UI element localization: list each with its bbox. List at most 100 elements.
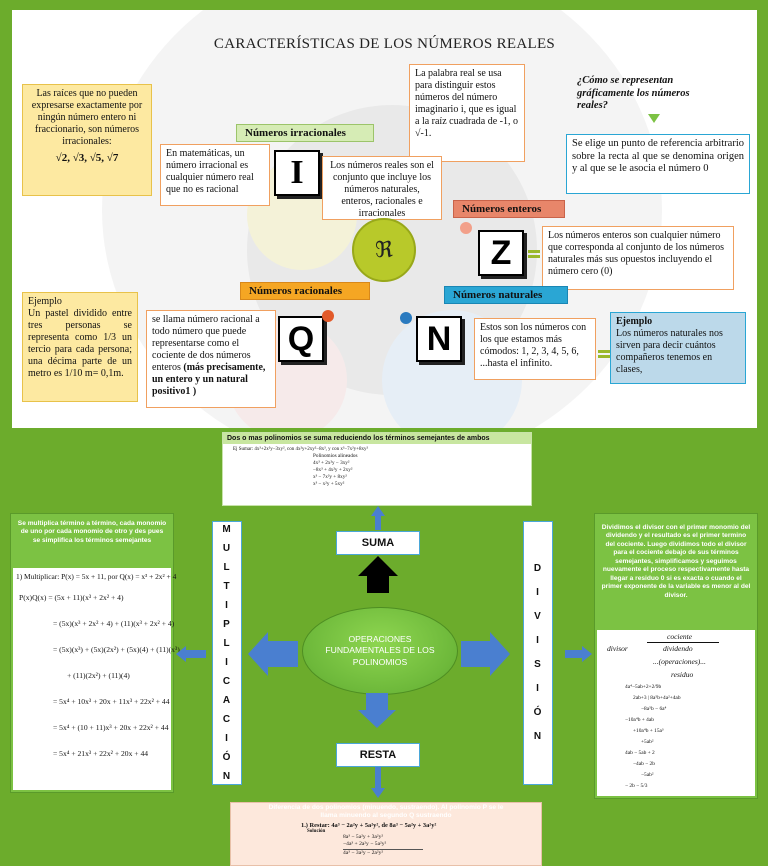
arrow-right-small-icon — [582, 646, 592, 662]
multiplicacion-problem: 1) Multiplicar: P(x) = 5x + 11, por Q(x)… — [16, 572, 177, 581]
roots-box: Las raíces que no pueden expresarse exac… — [22, 84, 152, 196]
division-letter: I — [536, 683, 540, 694]
suma-row: −8x³ + 4x²y + 2xy² — [313, 467, 353, 473]
division-dividendo: dividendo — [663, 644, 693, 653]
arrow-left-small-stem — [186, 650, 206, 658]
division-step: 4ab − 5ab + 2 — [625, 750, 655, 756]
multiplicacion-letter: I — [225, 733, 229, 744]
irracionales-definition: En matemáticas, un número irracional es … — [160, 144, 270, 206]
division-step: −4ab − 2b — [633, 761, 655, 767]
division-letter: V — [534, 611, 542, 622]
arrow-down-icon — [358, 710, 396, 728]
suma-example: Ej Sumar: 4x³+2x²y−3xy², con 4x²y+2xy²−8… — [233, 447, 368, 452]
resta-label: RESTA — [336, 743, 420, 767]
multiplicacion-letter: I — [225, 600, 229, 611]
arrow-left-icon — [248, 632, 268, 676]
resta-box: Diferencia de dos polinomios (minuendo, … — [230, 802, 542, 866]
suma-row: Polinomios alineados — [313, 453, 358, 459]
enteros-dot — [460, 222, 472, 234]
division-step: +5ab² — [641, 739, 654, 745]
enteros-label: Números enteros — [453, 200, 565, 218]
letter-i-icon: I — [274, 150, 320, 196]
division-example: cociente divisor dividendo ...(operacion… — [597, 630, 755, 796]
division-letter: Ó — [533, 707, 543, 718]
division-step: −10a⁴b + 4ab — [625, 717, 654, 723]
letter-q-icon: Q — [278, 316, 324, 362]
racionales-definition-bold: (más precisamente, un entero y un natura… — [152, 362, 266, 397]
ejemplo-racionales-box: Ejemplo Un pastel dividido entre tres pe… — [22, 292, 138, 402]
multiplicacion-letter: A — [222, 695, 232, 706]
ejemplo-naturales-title: Ejemplo — [616, 316, 653, 327]
multiplicacion-box: Se multiplica término a término, cada mo… — [10, 513, 180, 793]
division-operaciones: ...(operaciones)... — [653, 657, 706, 666]
resta-solution-label: Solución — [307, 828, 326, 834]
black-arrow-up-icon — [358, 556, 398, 576]
multiplicacion-letter: C — [222, 714, 232, 725]
arrow-up-icon — [371, 506, 385, 516]
division-letter: S — [534, 659, 542, 670]
resta-row: 4a³ − 3a²y − 2a²y² — [343, 848, 423, 858]
ejemplo-naturales-box: Ejemplo Los números naturales nos sirven… — [610, 312, 746, 384]
division-step: 4a⁴−5ab+2+2/9b — [625, 684, 662, 690]
resta-row: 8a³ − 5a²y + 3a²y² — [343, 833, 384, 840]
multiplicacion-step: = 5x⁴ + 10x³ + 20x + 11x³ + 22x² + 44 — [53, 697, 170, 706]
multiplicacion-letter: T — [223, 581, 231, 592]
division-step: −5ab² — [641, 772, 654, 778]
naturales-definition: Estos son los números con los que estamo… — [474, 318, 596, 380]
suma-row: x³ − 7x²y + 8xy² — [313, 474, 347, 480]
real-numbers-panel: CARACTERÍSTICAS DE LOS NÚMEROS REALES La… — [12, 10, 757, 428]
operaciones-center-label: OPERACIONES FUNDAMENTALES DE LOS POLINOM… — [325, 633, 435, 667]
multiplicacion-letter: L — [223, 638, 231, 649]
representation-answer: Se elige un punto de referencia arbitrar… — [566, 134, 750, 194]
arrow-left-stem — [268, 641, 298, 667]
racionales-dot — [322, 310, 334, 322]
multiplicacion-example: 1) Multiplicar: P(x) = 5x + 11, por Q(x)… — [13, 568, 180, 790]
letter-n-icon: N — [416, 316, 462, 362]
multiplicacion-text: Se multiplica término a término, cada mo… — [17, 520, 167, 544]
reales-set-box: Los números reales son el conjunto que i… — [322, 156, 442, 220]
suma-box: Dos o mas polinomios se suma reduciendo … — [222, 432, 532, 506]
arrow-down-small-icon — [371, 788, 385, 798]
multiplicacion-step: + (11)(2x²) + (11)(4) — [67, 671, 130, 680]
arrow-right-icon — [490, 632, 510, 676]
division-letter: D — [533, 563, 543, 574]
ejemplo-racionales-title: Ejemplo — [28, 296, 62, 307]
black-arrow-stem — [367, 575, 389, 593]
real-numbers-symbol-text: ℜ — [375, 237, 393, 262]
division-residuo: residuo — [671, 670, 694, 679]
multiplicacion-letter: Ó — [222, 752, 232, 763]
irracionales-label: Números irracionales — [236, 124, 374, 142]
arrow-down-icon — [648, 114, 660, 123]
division-scheme: cociente divisor dividendo ...(operacion… — [597, 630, 755, 682]
arrow-down-stem — [366, 693, 388, 711]
roots-text: Las raíces que no pueden expresarse exac… — [31, 88, 143, 147]
division-letter: N — [533, 731, 543, 742]
naturales-label: Números naturales — [444, 286, 568, 304]
arrow-up-stem — [375, 516, 381, 530]
division-divisor: divisor — [607, 644, 628, 653]
division-step: +10a⁴b + 15a³ — [633, 728, 664, 734]
division-cociente: cociente — [667, 632, 692, 641]
multiplicacion-step: P(x)Q(x) = (5x + 11)(x³ + 2x² + 4) — [19, 593, 124, 602]
multiplicacion-letter: L — [223, 562, 231, 573]
suma-row: 4x³ + 2x²y − 3xy² — [313, 460, 350, 466]
resta-row: −4a³ + 2a²y − 5a²y² — [343, 841, 387, 848]
suma-row: x³ − x²y + 5xy² — [313, 481, 345, 487]
multiplicacion-step: = 5x⁴ + (10 + 11)x³ + 20x + 22x² + 44 — [53, 723, 169, 732]
racionales-definition-text: se llama número racional a todo número q… — [152, 314, 260, 373]
division-text: Dividimos el divisor con el primer monom… — [601, 524, 751, 599]
resta-problem: 1.) Restar: 4a³ − 2a²y + 5a²y², de 8a³ −… — [301, 821, 437, 829]
multiplicacion-letter: P — [223, 619, 231, 630]
multiplicacion-steps: P(x)Q(x) = (5x + 11)(x³ + 2x² + 4) = (5x)… — [13, 585, 180, 767]
multiplicacion-step: = (5x)(x³ + 2x² + 4) + (11)(x³ + 2x² + 4… — [53, 619, 175, 628]
ejemplo-naturales-text: Los números naturales nos sirven para de… — [616, 328, 723, 375]
division-letter: I — [536, 587, 540, 598]
racionales-label: Números racionales — [240, 282, 370, 300]
division-step: 2ab+3 | 8a⁵b+4a²+4ab — [633, 695, 681, 701]
real-word-box: La palabra real se usa para distinguir e… — [409, 64, 525, 162]
operaciones-center: OPERACIONES FUNDAMENTALES DE LOS POLINOM… — [302, 607, 458, 695]
